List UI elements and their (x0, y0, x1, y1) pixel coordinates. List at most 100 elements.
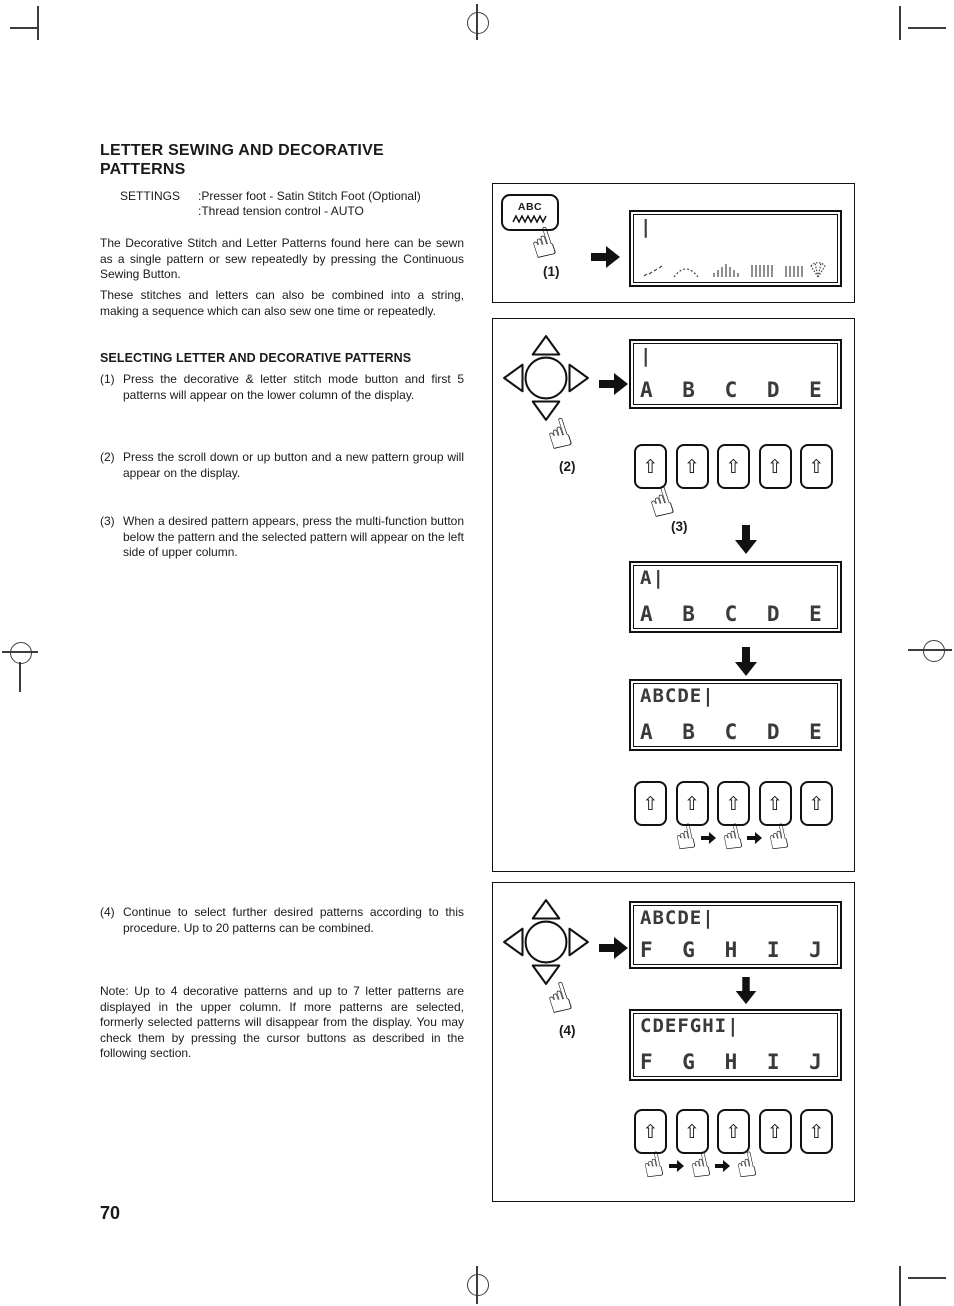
step-4-callout: (4) (559, 1023, 576, 1038)
up-arrow-icon: ⇧ (642, 1120, 659, 1143)
step-3-number: (3) (100, 514, 115, 528)
figure-1: ABC ☝ (1) | (492, 183, 855, 303)
lcd-display: A| A B C D E (629, 561, 842, 633)
right-arrow-icon (668, 1160, 684, 1172)
settings-value-presser-foot: :Presser foot - Satin Stitch Foot (Optio… (198, 189, 421, 203)
step-2: (2) Press the scroll down or up button a… (100, 450, 464, 481)
multi-function-button: ⇧ (758, 1109, 792, 1154)
pointing-finger-icon: ☝ (639, 1144, 668, 1188)
up-arrow-icon: ⇧ (684, 792, 700, 815)
multi-function-button: ⇧ (800, 444, 833, 489)
page-title-line1: LETTER SEWING AND DECORATIVE (100, 142, 384, 159)
pointing-finger-icon: ☝ (732, 1144, 762, 1188)
step-2-callout: (2) (559, 459, 576, 474)
registration-mark (923, 640, 945, 662)
right-arrow-icon (715, 1160, 731, 1172)
figure-3: ☝ (4) ABCDE| F G H I J CDEFGHI| F G H I … (492, 882, 855, 1202)
dpad-left-icon (503, 927, 524, 957)
up-arrow-icon: ⇧ (767, 1120, 783, 1143)
lcd-display: ABCDE| A B C D E (629, 679, 842, 751)
settings-label: SETTINGS (120, 189, 181, 203)
down-arrow-icon (735, 977, 757, 1005)
finger-press-sequence: ☝ ☝ ☝ (639, 1144, 762, 1188)
lcd-letters-row: A B C D E (640, 378, 823, 402)
multi-function-button: ⇧ (758, 781, 792, 826)
step-3-callout: (3) (671, 519, 688, 534)
registration-mark (899, 1266, 901, 1306)
up-arrow-icon: ⇧ (767, 792, 783, 815)
step-3-text: When a desired pattern appears, press th… (123, 514, 464, 559)
right-arrow-icon (599, 373, 628, 395)
step-4-text: Continue to select further desired patte… (123, 905, 464, 935)
pointing-finger-icon: ☝ (764, 816, 794, 860)
registration-mark (467, 1274, 489, 1296)
step-1-text: Press the decorative & letter stitch mod… (123, 372, 464, 402)
multi-function-button: ⇧ (675, 1109, 709, 1154)
step-4: (4) Continue to select further desired p… (100, 905, 464, 936)
dpad-down-icon (531, 964, 561, 985)
step-1-number: (1) (100, 372, 115, 386)
step-1: (1) Press the decorative & letter stitch… (100, 372, 464, 403)
multi-function-button: ⇧ (675, 444, 709, 489)
pointing-finger-icon: ☝ (671, 816, 700, 860)
up-arrow-icon: ⇧ (684, 1120, 700, 1143)
figure-2: ☝ (2) | A B C D E ⇧ ⇧ ⇧ ⇧ ⇧ ☝ (3) A| A B (492, 318, 855, 872)
lcd-letters-row: A B C D E (640, 602, 823, 626)
finger-press-sequence: ☝ ☝ ☝ (671, 816, 794, 860)
registration-mark (908, 1277, 946, 1279)
page-title-line2: PATTERNS (100, 161, 186, 178)
lcd-cursor-row: A| (640, 567, 665, 589)
right-arrow-icon (700, 832, 716, 844)
registration-mark (2, 651, 38, 653)
multi-function-button: ⇧ (800, 1109, 833, 1154)
right-arrow-icon (591, 246, 620, 268)
multi-function-button: ⇧ (634, 781, 667, 826)
right-arrow-icon (747, 832, 763, 844)
step-2-number: (2) (100, 450, 115, 464)
multi-function-button: ⇧ (800, 781, 833, 826)
up-arrow-icon: ⇧ (684, 455, 700, 478)
dpad-right-icon (568, 363, 589, 393)
dpad-left-icon (503, 363, 524, 393)
lcd-display: ABCDE| F G H I J (629, 901, 842, 969)
up-arrow-icon: ⇧ (725, 1120, 742, 1143)
decorative-stitch-patterns-icon (643, 262, 826, 278)
section-heading: SELECTING LETTER AND DECORATIVE PATTERNS (100, 351, 412, 365)
dpad-up-icon (531, 335, 561, 356)
multi-function-button: ⇧ (717, 444, 750, 489)
multi-function-button: ⇧ (634, 1109, 667, 1154)
note-text: Note: Up to 4 decorative patterns and up… (100, 984, 464, 1060)
lcd-cursor-row: ABCDE| (640, 685, 715, 707)
multi-function-button: ⇧ (675, 781, 709, 826)
right-arrow-icon (599, 937, 628, 959)
registration-mark (467, 12, 489, 34)
paragraph-1: The Decorative Stitch and Letter Pattern… (100, 236, 464, 281)
page-title: LETTER SEWING AND DECORATIVE PATTERNS (100, 141, 490, 179)
up-arrow-icon: ⇧ (725, 792, 742, 815)
lcd-letters-row: A B C D E (640, 720, 823, 744)
lcd-cursor-row: | (640, 216, 653, 238)
up-arrow-icon: ⇧ (767, 455, 783, 478)
registration-mark (476, 1266, 478, 1304)
dpad-down-icon (531, 400, 561, 421)
up-arrow-icon: ⇧ (725, 455, 742, 478)
settings-value-thread-tension: :Thread tension control - AUTO (198, 204, 364, 218)
dpad-right-icon (568, 927, 589, 957)
lcd-letters-row: F G H I J (640, 938, 823, 962)
multi-function-button: ⇧ (717, 781, 750, 826)
abc-button-label: ABC (517, 201, 543, 213)
lcd-display: | A B C D E (629, 339, 842, 409)
step-2-text: Press the scroll down or up button and a… (123, 450, 464, 480)
lcd-cursor-row: CDEFGHI| (640, 1015, 740, 1037)
cursor-dpad (503, 899, 589, 985)
lcd-cursor-row: ABCDE| (640, 907, 715, 929)
lcd-display: CDEFGHI| F G H I J (629, 1009, 842, 1081)
registration-mark (10, 642, 32, 664)
registration-mark (899, 6, 901, 40)
registration-mark (476, 4, 478, 40)
paragraph-2: These stitches and letters can also be c… (100, 288, 464, 318)
down-arrow-icon (735, 525, 757, 554)
step-3: (3) When a desired pattern appears, pres… (100, 514, 464, 561)
down-arrow-icon (735, 647, 757, 676)
